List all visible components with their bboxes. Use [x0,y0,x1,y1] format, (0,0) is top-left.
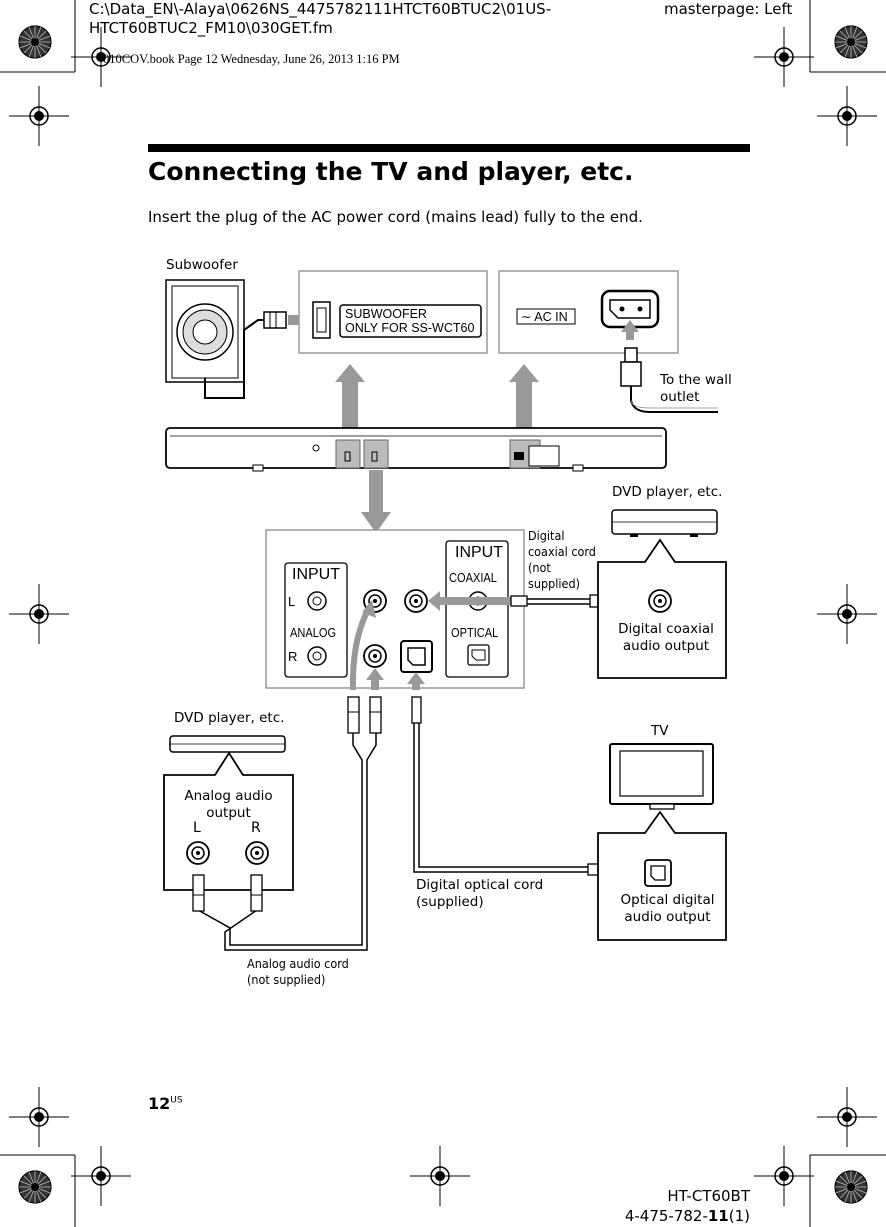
model-info: HT-CT60BT 4-475-782-11(1) [560,1186,750,1226]
subwoofer-drawing [165,279,245,383]
model-number: HT-CT60BT [667,1187,750,1205]
ac-tilde-icon: ∼ [521,310,532,324]
page-number: 12US [148,1094,183,1113]
part-number-prefix: 4-475-782- [624,1207,708,1225]
part-number-suffix: (1) [728,1207,750,1225]
analog-audio-output-label: Analog audio output [184,788,273,821]
digital-optical-cord-label: Digital optical cord (supplied) [416,877,544,910]
page-number-suffix: US [170,1095,183,1106]
page-title: Connecting the TV and player, etc. [148,157,634,186]
digital-coaxial-cord-label: Digital coaxial cord (not supplied) [528,528,596,591]
subwoofer-port-line1: SUBWOOFER [345,307,427,321]
optical-digital-output-label: Optical digital audio output [620,892,715,925]
dvd-player-left-drawing [169,735,286,753]
part-number: 4-475-782-11(1) [560,1206,750,1226]
soundbar-drawing [165,427,667,472]
subwoofer-port-label: SUBWOOFER ONLY FOR SS-WCT60 [345,307,474,335]
coaxial-label: COAXIAL [449,570,497,585]
analog-r-label: R [251,820,261,836]
analog-l-label: L [193,820,201,836]
tv-label: TV [651,723,669,739]
dvd-top-label: DVD player, etc. [612,484,723,500]
optical-label: OPTICAL [451,625,499,640]
tv-drawing [609,743,714,810]
page-number-value: 12 [148,1094,171,1113]
ac-in-text: AC IN [534,310,568,324]
ac-in-label: ∼ AC IN [521,309,568,324]
dvd-player-top-drawing [611,509,718,537]
masterpage-label: masterpage: Left [664,0,793,18]
input-left-label: INPUT [292,566,340,583]
analog-label: ANALOG [290,625,337,640]
digital-coaxial-output-label: Digital coaxial audio output [618,621,714,654]
jack-l-label: L [288,594,296,609]
book-info: 010COV.book Page 12 Wednesday, June 26, … [103,52,400,66]
jack-r-label: R [288,649,298,664]
instruction-text: Insert the plug of the AC power cord (ma… [148,208,643,226]
part-number-bold: 11 [707,1207,729,1225]
wall-outlet-label: To the wall outlet [660,372,732,405]
analog-audio-cord-label: Analog audio cord (not supplied) [247,956,349,987]
file-path: C:\Data_EN\-Alaya\0626NS_4475782111HTCT6… [89,0,552,37]
input-right-label: INPUT [455,544,503,561]
dvd-left-label: DVD player, etc. [174,710,285,726]
subwoofer-port-line2: ONLY FOR SS-WCT60 [345,321,475,335]
subwoofer-label: Subwoofer [166,257,238,273]
